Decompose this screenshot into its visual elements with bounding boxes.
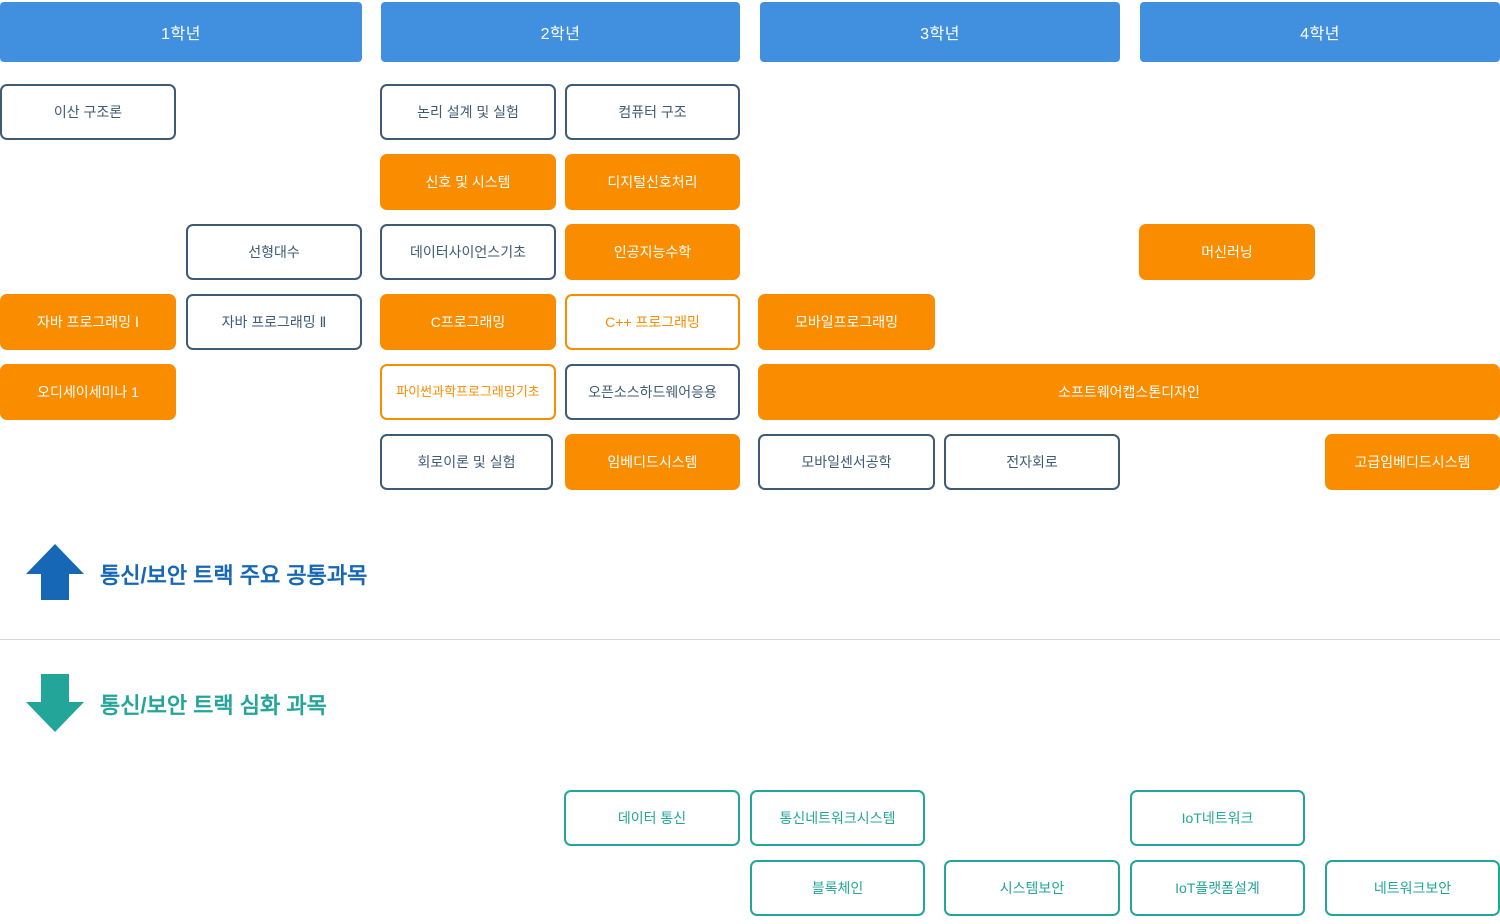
course-box[interactable]: 임베디드시스템 <box>565 434 740 490</box>
year-header-1-label: 1학년 <box>161 26 201 43</box>
course-box[interactable]: 통신네트워크시스템 <box>750 790 925 846</box>
course-label: 오디세이세미나 1 <box>37 383 139 400</box>
year-header-4: 4학년 <box>1140 2 1500 62</box>
legend-up-text: 통신/보안 트랙 주요 공통과목 <box>100 563 368 588</box>
course-box[interactable]: 모바일프로그래밍 <box>758 294 935 350</box>
course-label: 선형대수 <box>248 243 300 260</box>
course-label: 이산 구조론 <box>53 103 123 120</box>
course-label: 소프트웨어캡스톤디자인 <box>1058 383 1200 400</box>
course-box[interactable]: 자바 프로그래밍 Ⅱ <box>186 294 362 350</box>
course-label: 컴퓨터 구조 <box>618 103 687 120</box>
course-label: 통신네트워크시스템 <box>779 809 896 826</box>
course-box[interactable]: 시스템보안 <box>944 860 1120 916</box>
course-label: 회로이론 및 실험 <box>417 453 516 470</box>
course-label: 오픈소스하드웨어응용 <box>588 383 717 400</box>
year-header-4-label: 4학년 <box>1300 26 1340 43</box>
course-box[interactable]: 블록체인 <box>750 860 925 916</box>
course-label: 디지털신호처리 <box>607 173 698 190</box>
course-label: 머신러닝 <box>1201 243 1253 260</box>
course-box[interactable]: 파이썬과학프로그래밍기초 <box>380 364 556 420</box>
arrow-up-icon <box>26 544 84 600</box>
course-box[interactable]: 선형대수 <box>186 224 362 280</box>
course-label: 임베디드시스템 <box>607 453 698 470</box>
course-box[interactable]: 고급임베디드시스템 <box>1325 434 1500 490</box>
course-label: 모바일프로그래밍 <box>794 313 899 330</box>
course-label: 블록체인 <box>811 879 864 896</box>
course-box[interactable]: 자바 프로그래밍 Ⅰ <box>0 294 176 350</box>
course-box[interactable]: 전자회로 <box>944 434 1120 490</box>
course-label: 전자회로 <box>1006 453 1058 470</box>
legend-advanced-track-label: 통신/보안 트랙 심화 과목 <box>100 688 327 720</box>
course-box[interactable]: 데이터사이언스기초 <box>380 224 556 280</box>
course-label: 논리 설계 및 실험 <box>417 103 519 120</box>
legend-down-text: 통신/보안 트랙 심화 과목 <box>100 693 327 718</box>
course-label: IoT네트워크 <box>1181 809 1254 826</box>
course-box[interactable]: 컴퓨터 구조 <box>565 84 740 140</box>
course-box[interactable]: 논리 설계 및 실험 <box>380 84 556 140</box>
course-box[interactable]: C프로그래밍 <box>380 294 556 350</box>
course-label: C프로그래밍 <box>430 313 506 330</box>
course-label: 데이터 통신 <box>617 809 687 826</box>
course-label: C++ 프로그래밍 <box>605 313 700 330</box>
course-box[interactable]: IoT플랫폼설계 <box>1130 860 1305 916</box>
course-label: 파이썬과학프로그래밍기초 <box>396 384 540 400</box>
course-box[interactable]: 디지털신호처리 <box>565 154 740 210</box>
course-box[interactable]: 모바일센서공학 <box>758 434 935 490</box>
section-divider <box>0 639 1500 640</box>
year-header-2: 2학년 <box>381 2 740 62</box>
course-label: 모바일센서공학 <box>801 453 892 470</box>
course-box[interactable]: 오디세이세미나 1 <box>0 364 176 420</box>
course-label: 고급임베디드시스템 <box>1354 453 1471 470</box>
course-label: 신호 및 시스템 <box>425 173 511 190</box>
year-header-3: 3학년 <box>760 2 1120 62</box>
year-header-3-label: 3학년 <box>920 26 960 43</box>
legend-common-track-label: 통신/보안 트랙 주요 공통과목 <box>100 558 367 590</box>
course-box[interactable]: 머신러닝 <box>1139 224 1315 280</box>
course-box[interactable]: C++ 프로그래밍 <box>565 294 740 350</box>
arrow-down-icon <box>26 674 84 732</box>
course-box[interactable]: 이산 구조론 <box>0 84 176 140</box>
course-box[interactable]: 데이터 통신 <box>564 790 740 846</box>
course-label: 자바 프로그래밍 Ⅰ <box>36 313 140 330</box>
course-label: 시스템보안 <box>999 879 1065 896</box>
course-label: 자바 프로그래밍 Ⅱ <box>221 313 327 330</box>
year-header-2-label: 2학년 <box>540 26 581 43</box>
course-box[interactable]: 네트워크보안 <box>1325 860 1500 916</box>
course-box[interactable]: 인공지능수학 <box>565 224 740 280</box>
course-box[interactable]: 오픈소스하드웨어응용 <box>565 364 740 420</box>
course-label: 인공지능수학 <box>613 243 692 260</box>
course-box[interactable]: IoT네트워크 <box>1130 790 1305 846</box>
course-box-capstone[interactable]: 소프트웨어캡스톤디자인 <box>758 364 1500 420</box>
year-header-1: 1학년 <box>0 2 362 62</box>
course-label: 네트워크보안 <box>1373 879 1452 896</box>
course-box[interactable]: 회로이론 및 실험 <box>380 434 553 490</box>
course-label: IoT플랫폼설계 <box>1175 879 1260 896</box>
course-label: 데이터사이언스기초 <box>410 243 526 260</box>
course-box[interactable]: 신호 및 시스템 <box>380 154 556 210</box>
